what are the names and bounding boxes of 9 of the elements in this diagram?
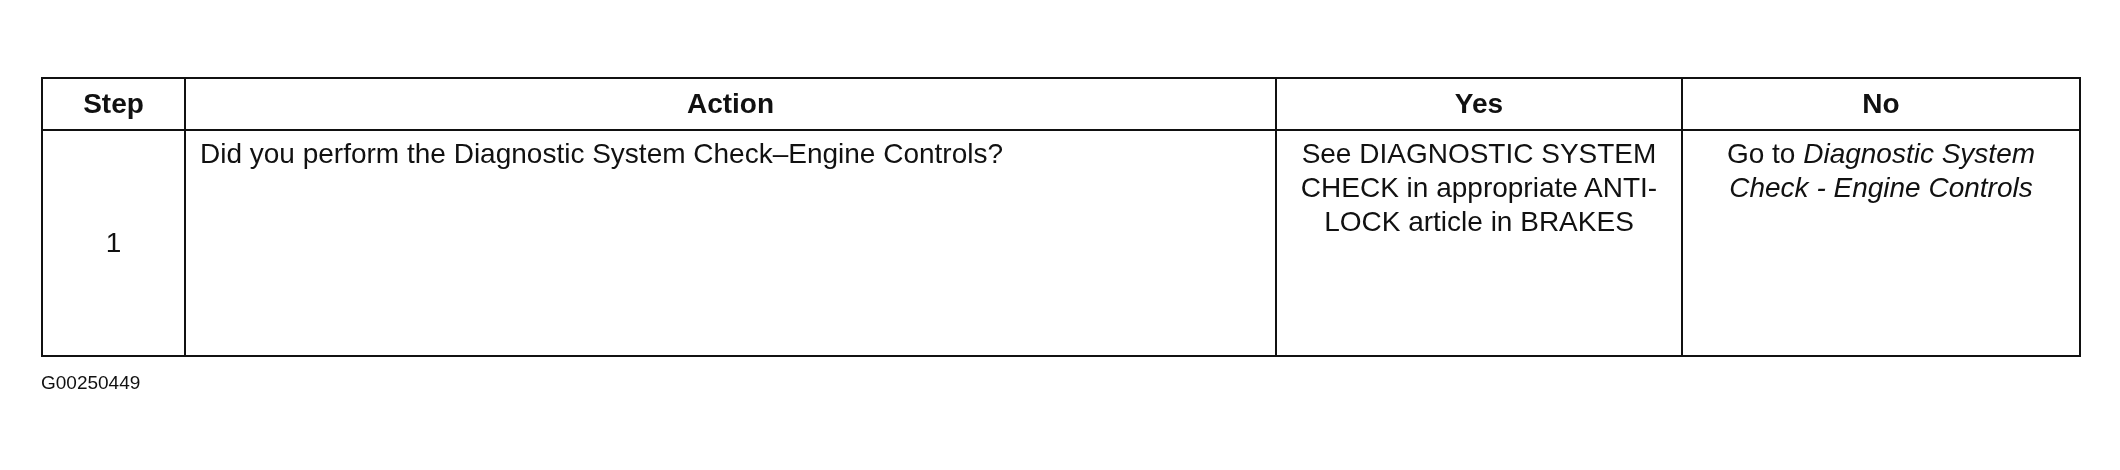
no-result-text: Go to Diagnostic System Check - Engine Controls bbox=[1682, 130, 2080, 356]
step-number: 1 bbox=[42, 130, 185, 356]
action-text: Did you perform the Diagnostic System Check–Engine Controls? bbox=[185, 130, 1276, 356]
column-header: No bbox=[1682, 78, 2080, 130]
figure-id: G00250449 bbox=[41, 372, 141, 394]
column-header: Step bbox=[42, 78, 185, 130]
column-header: Action bbox=[185, 78, 1276, 130]
yes-result-text: See DIAGNOSTIC SYSTEM CHECK in appropriate ANTI-LOCK article in BRAKES bbox=[1276, 130, 1682, 356]
column-header: Yes bbox=[1276, 78, 1682, 130]
